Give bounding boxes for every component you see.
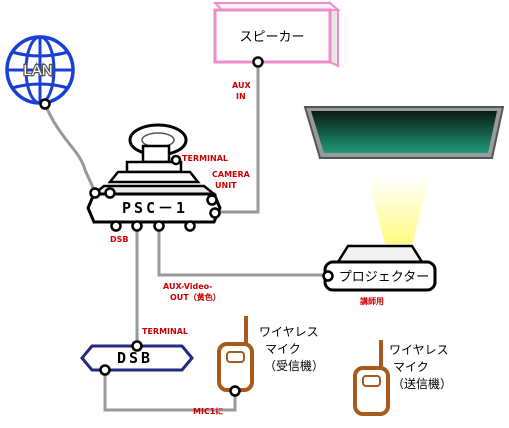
lan-port <box>39 98 51 110</box>
mic-transmitter-label-1: ワイヤレス <box>389 343 449 357</box>
dsb-label: DSB <box>117 349 153 367</box>
wire-speaker-psc <box>215 62 260 214</box>
aux-video-label-1: AUX-Video- <box>163 282 212 291</box>
mic-receiver-port <box>229 385 241 397</box>
lan-label: LAN <box>23 62 52 79</box>
psc-lan-port <box>89 187 101 199</box>
psc-port-8 <box>184 220 196 232</box>
mic-receiver-label-2: マイク <box>265 342 301 356</box>
terminal-top-label: TERMINAL <box>182 154 228 163</box>
dsb-terminal-port <box>131 340 143 352</box>
psc-port-2 <box>104 187 116 199</box>
wire-psc-projector <box>157 228 328 277</box>
dsb-unit <box>80 344 194 372</box>
mic-transmitter-icon <box>353 340 390 416</box>
mic-receiver-label-1: ワイヤレス <box>259 325 319 339</box>
aux-in-label-2: IN <box>236 92 246 101</box>
psc-1-unit <box>86 184 222 224</box>
wire-lan-psc <box>43 103 97 193</box>
psc-aux-in-port <box>209 207 221 219</box>
aux-video-label-2: OUT（黄色） <box>170 292 221 302</box>
wire-dsb-mic <box>103 372 237 412</box>
camera-port <box>170 154 182 166</box>
camera-unit-label-1: CAMERA <box>212 170 251 179</box>
projection-screen <box>303 106 505 159</box>
speaker-box <box>212 0 341 68</box>
mic-receiver-label-3: （受信機） <box>264 358 324 373</box>
camera-unit-label-2: UNIT <box>215 181 237 190</box>
dsb-mic-port <box>99 364 111 376</box>
mic-transmitter-label-2: マイク <box>393 360 429 374</box>
aux-in-label-1: AUX <box>232 81 251 90</box>
speaker-port <box>252 56 264 68</box>
mic-receiver-icon <box>217 316 254 392</box>
camera-icon <box>107 123 201 184</box>
psc-dsb-port <box>110 220 122 232</box>
projector-label: プロジェクター <box>339 270 429 285</box>
projector-port <box>322 270 334 282</box>
mic1-label: MIC1に <box>193 407 223 416</box>
mic-transmitter-label-3: （送信機） <box>392 376 452 391</box>
dsb-port-label: DSB <box>110 235 129 244</box>
projector-sublabel: 講師用 <box>360 296 384 306</box>
psc-terminal-port <box>131 220 143 232</box>
lan-globe-icon <box>5 35 75 105</box>
projector-beam <box>367 176 430 244</box>
psc-video-port <box>153 220 165 232</box>
psc-camera-port <box>206 194 218 206</box>
terminal-dsb-label: TERMINAL <box>142 327 188 336</box>
psc-1-label: PSC－1 <box>122 199 188 217</box>
speaker-label: スピーカー <box>239 30 304 45</box>
